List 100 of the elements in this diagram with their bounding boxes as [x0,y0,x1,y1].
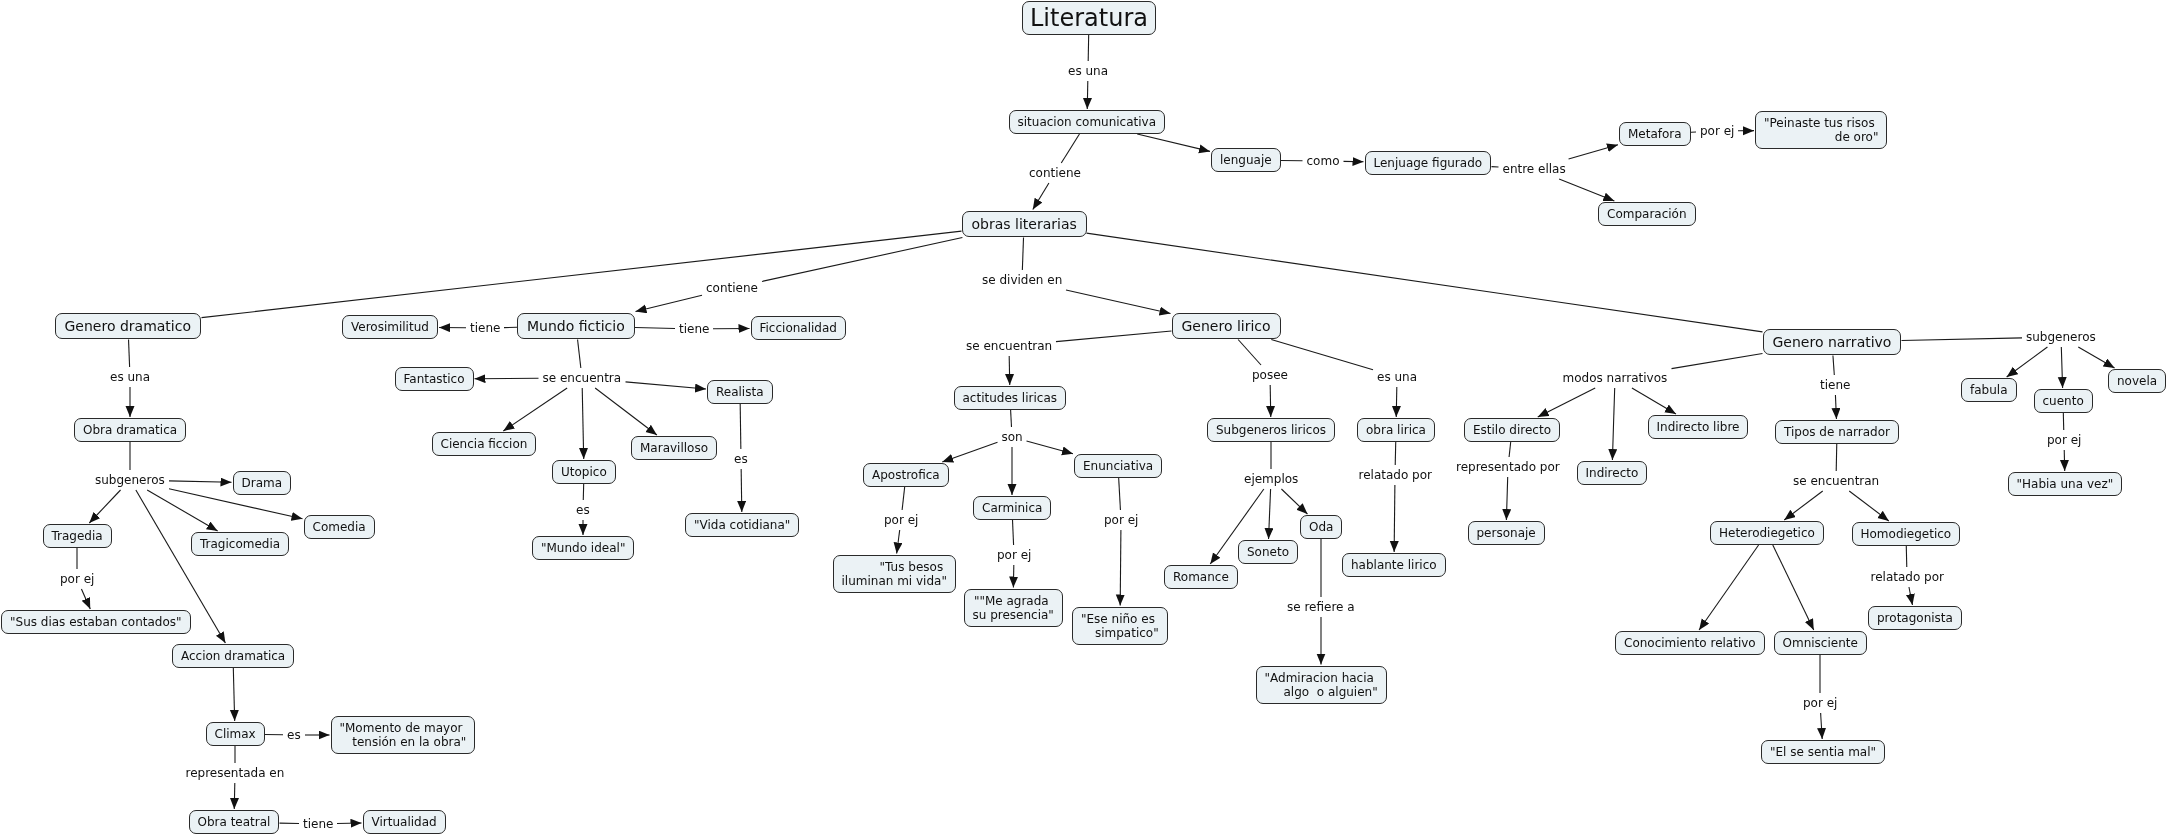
connector-line [1060,133,1080,164]
arrow [1537,387,1596,418]
arrow [635,294,703,314]
concept-box: Genero narrativo [1762,328,1902,356]
linking-phrase: se encuentran [1791,473,1882,490]
connector-line [1490,166,1500,168]
concept-box: ""Me agrada su presencia" [963,588,1063,628]
arrow [1389,484,1399,553]
connector-line [129,441,131,471]
arrow [438,323,467,333]
connector-line [1508,441,1512,458]
linking-phrase: por ej [995,547,1034,564]
arrow [1608,387,1618,461]
arrow [502,387,568,432]
arrow [579,387,588,460]
arrow [578,519,588,536]
concept-box: Genero dramatico [54,312,201,340]
concept-box: Comparación [1598,202,1696,227]
linking-phrase: representado por [1454,459,1562,476]
connector-line [1010,409,1013,428]
linking-phrase: contiene [704,280,760,297]
connector-line [1085,232,1764,333]
concept-box: "Sus dias estaban contados" [1,610,191,635]
concept-box: Ficcionalidad [750,316,846,341]
linking-phrase: subgeneros [93,472,167,489]
concept-box: Indirecto [1576,461,1648,486]
arrow [1136,133,1211,154]
concept-box: Ciencia ficcion [431,432,537,457]
arrow [1032,182,1050,211]
arrow [1082,80,1092,110]
concept-box: Maravilloso [631,436,718,461]
connector-line [1670,352,1764,370]
linking-phrase: por ej [1698,123,1737,140]
arrow [304,730,331,740]
arrow [1009,564,1019,589]
arrow [135,489,226,644]
concept-box: Literatura [1022,1,1156,35]
concept-box: situacion comunicativa [1008,110,1166,135]
concept-box: Tragicomedia [191,532,290,557]
concept-box: Heterodiegetico [1710,521,1824,546]
arrow [1817,712,1826,740]
concept-box: Tragedia [42,524,112,549]
connector-line [128,338,131,368]
concept-box: Metafora [1619,122,1691,147]
connector-line [1280,159,1304,162]
linking-phrase: es [732,451,750,468]
connector-line [1270,441,1272,470]
connector-line [278,822,300,825]
concept-box: Comedia [303,515,375,540]
arrow [229,667,239,722]
connector-line [634,326,676,330]
connector-line [1237,338,1262,366]
linking-phrase: tiene [468,320,503,337]
concept-box: protagonista [1868,606,1962,631]
connector-line [200,230,963,319]
concept-box: Mundo ficticio [517,312,635,340]
linking-phrase: se encuentran [964,338,1055,355]
concept-box: novela [2108,369,2167,394]
arrow [2077,346,2116,369]
concept-box: obras literarias [961,210,1087,238]
connector-line [263,733,284,736]
connector-line [1819,654,1821,694]
arrow [230,782,239,810]
arrow [1065,289,1172,316]
concept-box: Utopico [552,460,616,485]
linking-phrase: contiene [1027,165,1083,182]
arrow [168,477,233,487]
arrow [2006,346,2048,378]
connector-line [1900,337,2023,342]
concept-box: "Tus besos iluminan mi vida" [832,554,956,594]
arrow [624,381,707,393]
arrow [594,387,658,436]
concept-box: "Peinaste tus risos de oro" [1755,110,1888,150]
connector-line [1690,131,1697,133]
concept-box: Apostrofica [863,463,949,488]
linking-phrase: es una [108,369,152,386]
concept-box: "El se sentia mal" [1761,740,1886,765]
arrow [80,588,91,610]
arrow [336,818,363,828]
concept-box: Drama [232,471,292,496]
arrow [1342,157,1365,167]
arrow [1558,178,1615,202]
concept-box: Climax [205,722,265,747]
linking-phrase: posee [1250,367,1290,384]
connector-line [76,547,78,570]
arrow [2059,449,2069,472]
arrow [1280,488,1308,515]
connector-line [1011,519,1015,546]
arrow [146,489,219,532]
connector-line [1021,236,1025,271]
connector-line [739,403,742,450]
linking-phrase: tiene [301,816,336,833]
arrow [893,529,903,555]
connector-line [1394,441,1397,466]
arrow [1264,488,1274,540]
linking-phrase: representada en [183,765,287,782]
concept-box: Lenjuage figurado [1364,151,1492,176]
linking-phrase: es [574,502,592,519]
linking-phrase: ejemplos [1242,471,1301,488]
connector-line [234,745,236,764]
